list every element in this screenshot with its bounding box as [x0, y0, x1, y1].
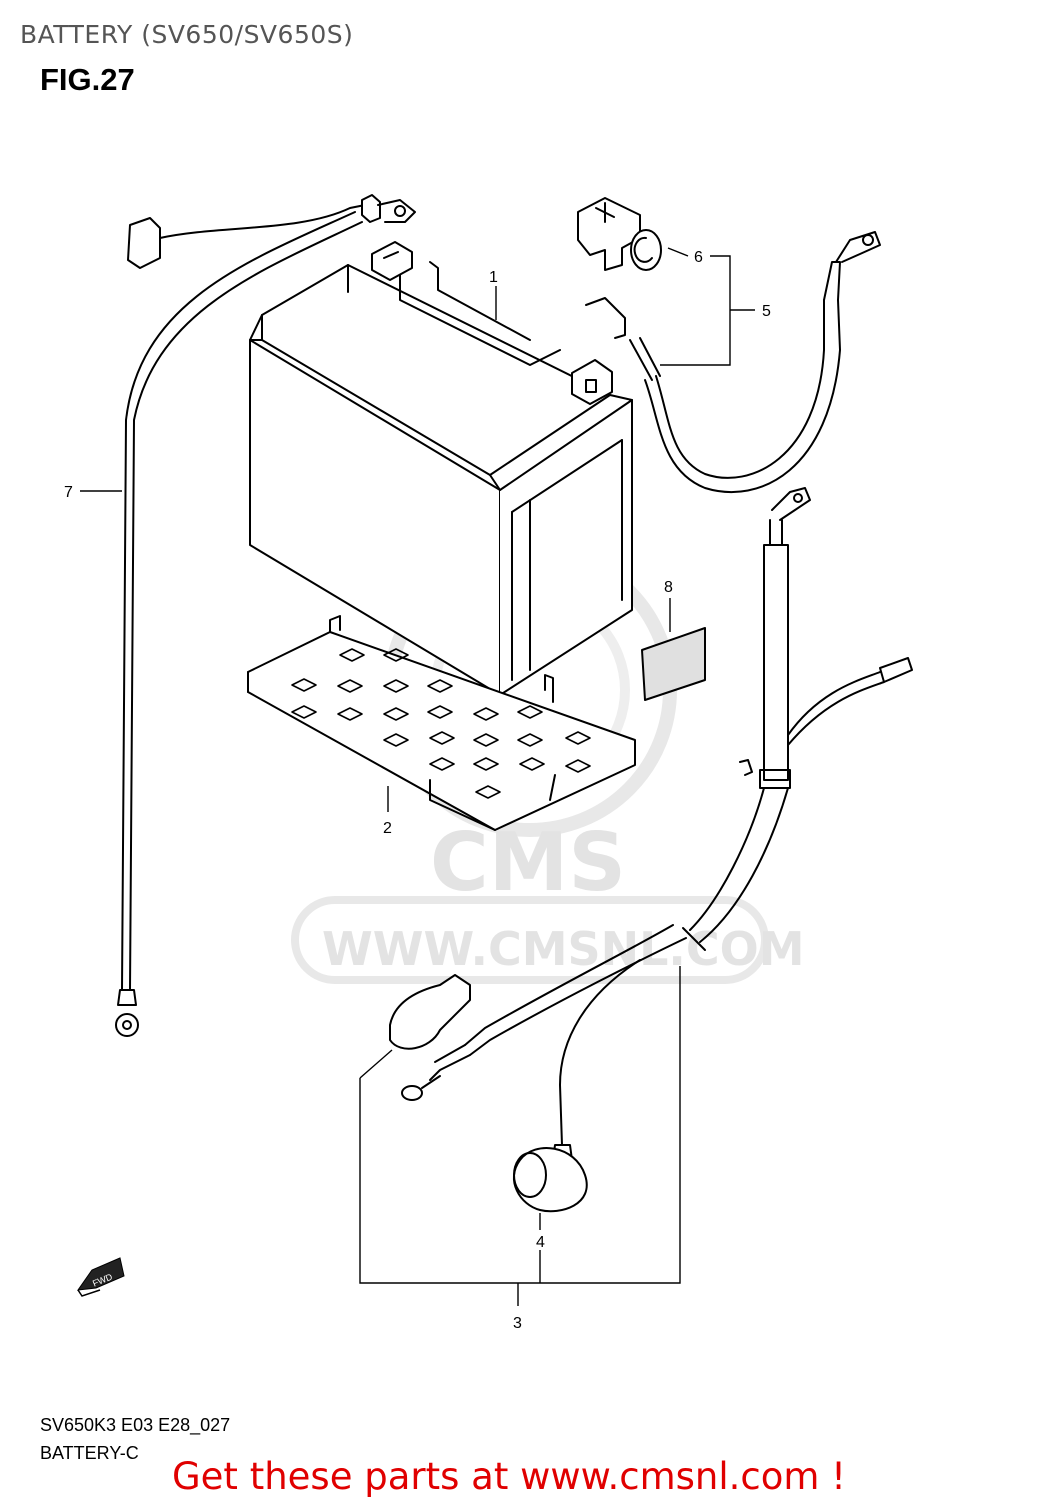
- callout-4: 4: [536, 1234, 545, 1251]
- ground-lead: [115, 194, 416, 1037]
- page-title: BATTERY (SV650/SV650S): [20, 20, 354, 49]
- callout-5: 5: [762, 303, 771, 320]
- diagram-name: BATTERY-C: [40, 1443, 139, 1463]
- positive-cable: [585, 231, 881, 493]
- starter-cable: [389, 487, 913, 1213]
- cta-link[interactable]: Get these parts at www.cmsnl.com !: [172, 1455, 847, 1498]
- battery: [249, 241, 633, 696]
- warning-label: [641, 627, 706, 701]
- terminal-cover: [577, 197, 662, 271]
- leader-lines: [80, 247, 755, 1306]
- figure-number: FIG.27: [40, 62, 135, 97]
- watermark-url: WWW.CMSNL.COM: [322, 922, 805, 976]
- diagram-code: SV650K3 E03 E28_027: [40, 1415, 231, 1435]
- callout-7: 7: [64, 484, 73, 501]
- callout-2: 2: [383, 820, 392, 837]
- callout-8: 8: [664, 579, 673, 596]
- callout-3: 3: [513, 1315, 522, 1332]
- callout-6: 6: [694, 249, 703, 266]
- forward-arrow-icon: FWD: [76, 1257, 125, 1297]
- callout-1: 1: [489, 269, 498, 286]
- watermark-brand: CMS: [430, 816, 626, 909]
- battery-tray: [247, 615, 636, 831]
